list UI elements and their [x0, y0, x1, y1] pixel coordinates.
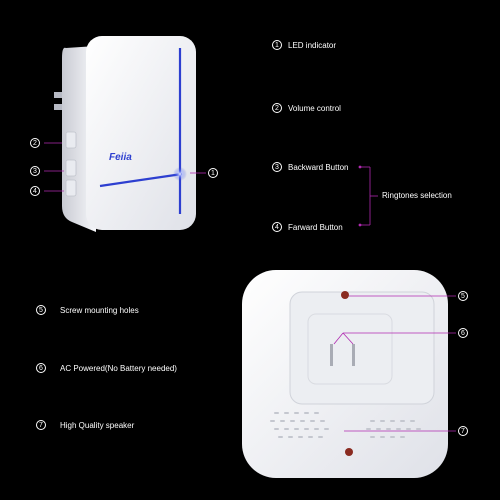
front-device [54, 36, 196, 232]
callout-lines [44, 142, 456, 432]
legend-backward: 3 Backward Button [272, 162, 348, 172]
device-front-face [86, 36, 196, 230]
callout-line-6b [342, 332, 354, 345]
backward-button [65, 159, 77, 177]
screw-hole-top [341, 291, 349, 299]
callout-2-marker: 2 [30, 138, 40, 148]
callout-4-marker: 4 [30, 186, 40, 196]
brand-logo: Feiia [109, 152, 132, 163]
plug-pin-left [330, 344, 333, 366]
plug-prong-top [54, 92, 66, 98]
plug-prong-bottom [54, 104, 66, 110]
callout-dots [358, 165, 362, 227]
led-glow [173, 167, 187, 181]
callout-3-marker: 3 [30, 166, 40, 176]
legend-screw: 5 Screw mounting holes [36, 305, 139, 315]
back-device [242, 270, 448, 478]
volume-button [65, 131, 77, 149]
speaker-grill [270, 412, 421, 438]
screw-hole-bottom [345, 448, 353, 456]
plug-plate [307, 313, 393, 385]
forward-button [65, 179, 77, 197]
legend-volume: 2 Volume control [272, 103, 341, 113]
led-horizontal-strip [99, 172, 183, 188]
plug-pin-right [352, 344, 355, 366]
legend-ac: 6 AC Powered(No Battery needed) [36, 363, 177, 373]
legend-ringtones: Ringtones selection [382, 191, 452, 200]
callout-line-6a [333, 332, 344, 345]
legend-speaker: 7 High Quality speaker [36, 420, 134, 430]
callout-7-marker: 7 [458, 426, 468, 436]
callout-6-marker: 6 [458, 328, 468, 338]
callout-5-marker: 5 [458, 291, 468, 301]
plug-recess [289, 291, 435, 405]
callout-1-marker: 1 [208, 168, 218, 178]
legend-led: 1 LED indicator [272, 40, 336, 50]
legend-forward: 4 Farward Button [272, 222, 343, 232]
